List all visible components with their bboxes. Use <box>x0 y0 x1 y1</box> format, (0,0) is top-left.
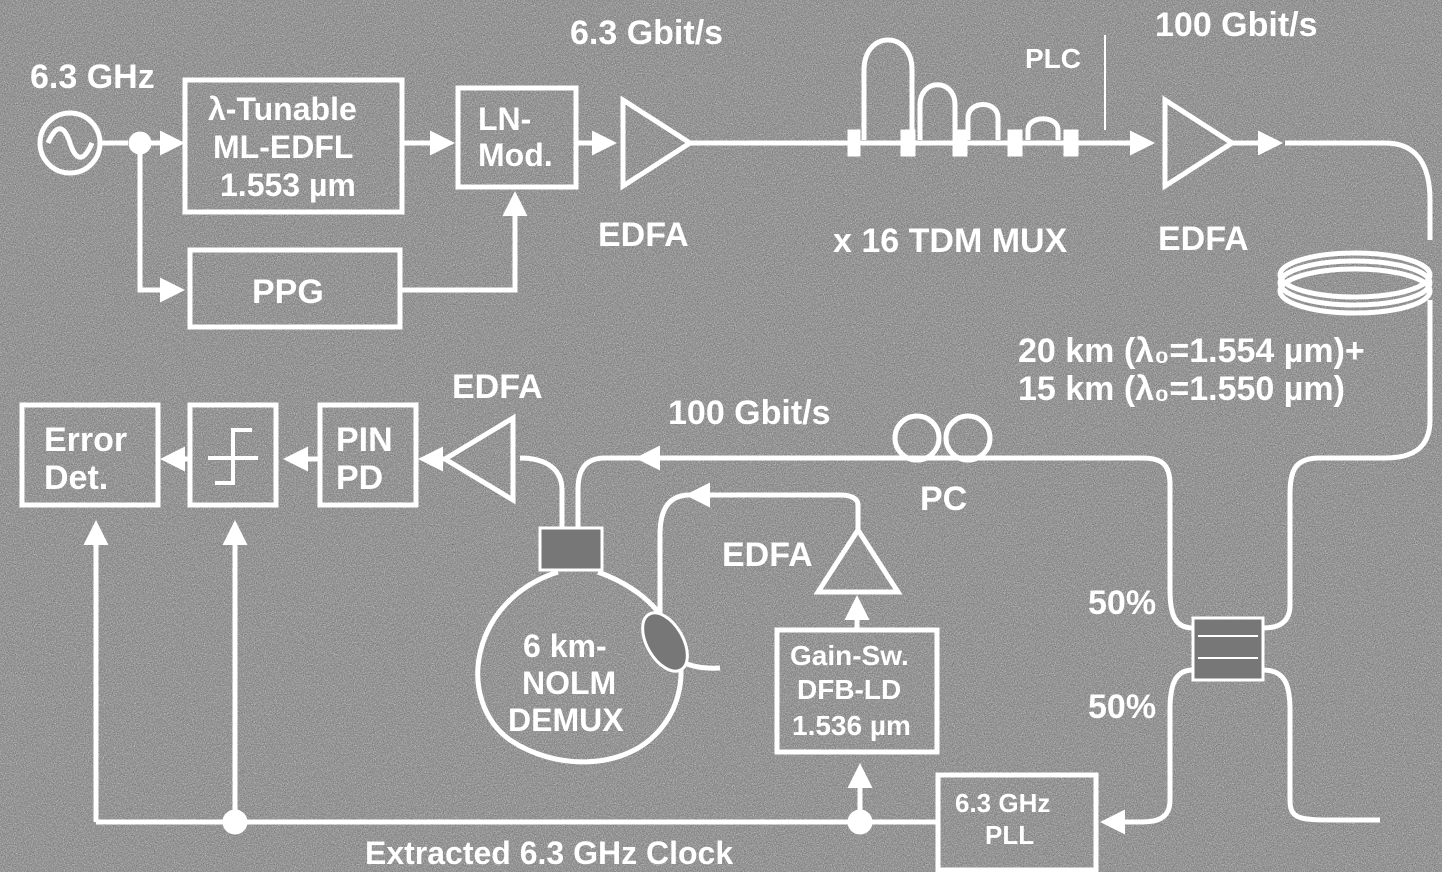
edfa-4-label: EDFA <box>722 536 813 574</box>
clock-label: Extracted 6.3 GHz Clock <box>365 835 733 871</box>
clock-node-1 <box>847 809 873 835</box>
fiber-spool <box>1277 250 1433 300</box>
sine-wave-icon <box>45 126 95 160</box>
tdm-mux-label: x 16 TDM MUX <box>833 222 1068 260</box>
edfa-2-label: EDFA <box>1158 220 1249 258</box>
coupler-box <box>1191 616 1265 682</box>
modulator-label-1: LN- <box>478 101 531 137</box>
edfa-1-label: EDFA <box>598 216 689 254</box>
wdm-coupler <box>641 611 689 673</box>
rate-out-label: 100 Gbit/s <box>1155 6 1318 44</box>
error-label-1: Error <box>44 421 127 459</box>
laser-label-2: ML-EDFL <box>213 129 353 165</box>
rate-in-label: 6.3 Gbit/s <box>570 14 723 52</box>
pulse-3 <box>965 102 1001 140</box>
pll-label-2: PLL <box>985 820 1034 850</box>
edfa-3-label: EDFA <box>452 368 543 406</box>
transmitter <box>37 77 850 330</box>
pin-pd-box <box>317 402 419 508</box>
pll-label-1: 6.3 GHz <box>955 788 1050 818</box>
receiver <box>19 402 1380 872</box>
pc-label: PC <box>920 480 967 518</box>
modulator-label-2: Mod. <box>478 137 553 173</box>
ppg-label: PPG <box>252 273 324 311</box>
plc-mux <box>847 35 1433 631</box>
plc-label: PLC <box>1025 43 1081 74</box>
error-label-2: Det. <box>44 459 108 497</box>
nolm-label-1: 6 km- <box>523 628 607 664</box>
coupler-bottom-label: 50% <box>1088 688 1156 726</box>
source-freq-label: 6.3 GHz <box>30 58 155 96</box>
pulse-4 <box>1025 116 1061 140</box>
nolm-label-2: NOLM <box>522 665 616 701</box>
dfb-label-1: Gain-Sw. <box>790 640 909 671</box>
pulse-1 <box>861 37 915 140</box>
laser-label-1: λ-Tunable <box>208 91 357 127</box>
decision-box <box>187 402 279 508</box>
edfa-1-triangle <box>620 95 695 191</box>
fiber-label-1: 20 km (λ₀=1.554 µm)+ <box>1018 332 1365 370</box>
edfa-3-triangle <box>440 413 516 505</box>
modulator-box <box>455 85 579 190</box>
fiber-label-2: 15 km (λ₀=1.550 µm) <box>1018 370 1345 408</box>
error-detector-box <box>19 402 161 508</box>
pulse-2 <box>917 82 958 140</box>
edfa-2-triangle <box>1162 95 1237 191</box>
coupler-top-label: 50% <box>1088 584 1156 622</box>
nolm-coupler <box>538 526 604 572</box>
pin-label-1: PIN <box>336 421 393 459</box>
edfa-4-triangle <box>813 525 903 595</box>
labels: 6.3 GHz λ-Tunable ML-EDFL 1.553 µm PPG L… <box>30 6 1365 871</box>
dfb-label-2: DFB-LD <box>797 674 901 705</box>
dfb-label-3: 1.536 µm <box>792 710 911 741</box>
split-node <box>128 131 152 155</box>
pin-label-2: PD <box>336 459 383 497</box>
rate-return-label: 100 Gbit/s <box>668 394 831 432</box>
laser-label-3: 1.553 µm <box>220 167 356 203</box>
nolm-label-3: DEMUX <box>508 702 624 738</box>
tunable-laser-box <box>182 77 405 215</box>
clock-node-2 <box>222 809 248 835</box>
